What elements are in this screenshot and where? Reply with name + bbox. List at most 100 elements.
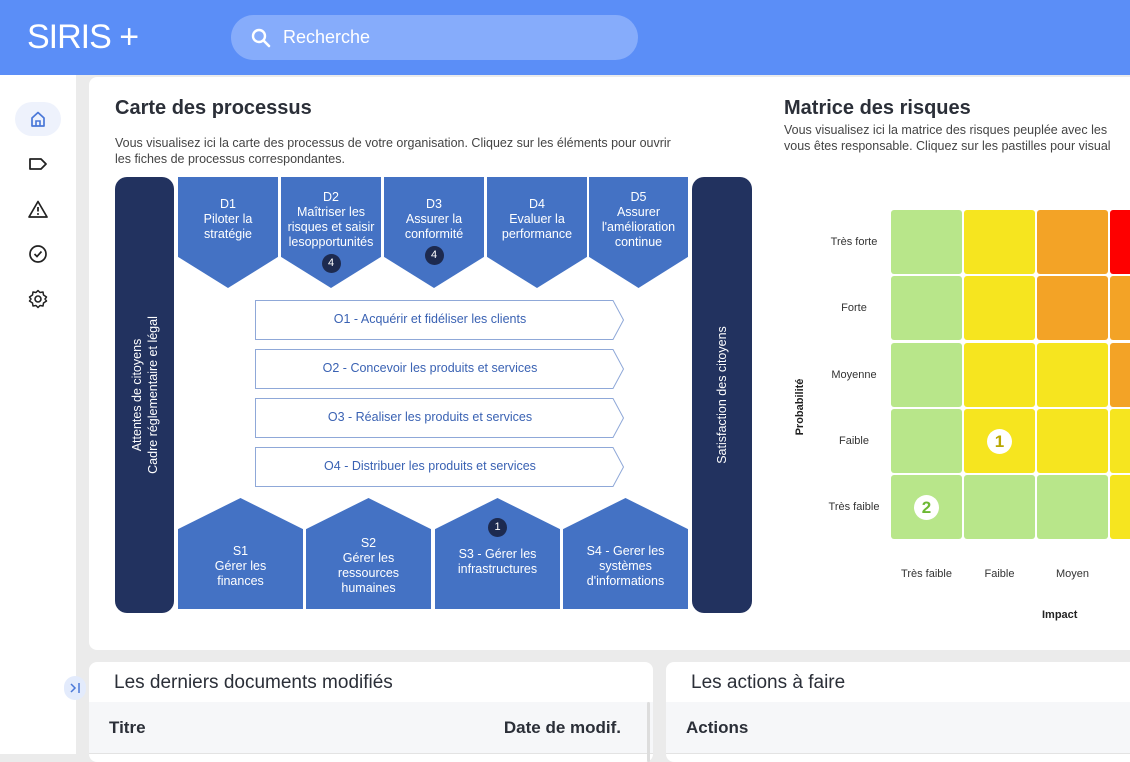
risk-cell[interactable]	[891, 276, 962, 340]
process-label-line: Gérer les	[342, 551, 395, 565]
search-input[interactable]: Recherche	[231, 15, 638, 60]
home-icon	[31, 111, 45, 127]
process-label-line: Piloter la	[203, 212, 253, 226]
process-label-line: D4	[529, 197, 545, 211]
expand-icon	[70, 683, 80, 693]
process-label-line: risques et saisir	[287, 220, 375, 234]
actions-table-header: Actions	[666, 702, 1130, 754]
operational-label: O3 - Réaliser les produits et services	[327, 410, 533, 424]
risk-count-pin[interactable]: 1	[987, 429, 1012, 454]
recent-documents-title: Les derniers documents modifiés	[114, 672, 393, 693]
count-badge[interactable]: 4	[321, 254, 341, 273]
process-label-line: D5	[630, 190, 647, 204]
column-title[interactable]: Titre	[109, 718, 146, 737]
sidebar-item-home[interactable]	[15, 102, 61, 136]
expand-sidebar-button[interactable]	[64, 676, 86, 700]
probability-label: Moyenne	[831, 369, 877, 381]
impact-label: Faible	[984, 568, 1015, 580]
process-label-line: S3 - Gérer les	[458, 547, 537, 561]
risk-cell[interactable]	[964, 276, 1035, 340]
bar-label: Satisfaction des citoyens	[715, 326, 729, 464]
column-actions[interactable]: Actions	[686, 718, 749, 737]
process-label-line: stratégie	[204, 227, 252, 241]
bar-line: Cadre réglementaire et légal	[145, 316, 160, 474]
arrow-shape	[255, 300, 625, 340]
operational-process-O3[interactable]: O3 - Réaliser les produits et services	[255, 398, 625, 438]
top-header: SIRIS + Recherche	[0, 0, 1130, 75]
process-label-line: S4 - Gerer les	[586, 544, 665, 558]
arrow-shape	[255, 447, 625, 487]
process-label-line: performance	[501, 227, 573, 241]
process-label-line: d'informations	[586, 574, 665, 588]
impact-label: Moyen	[1055, 568, 1090, 580]
process-label-line: S2	[360, 536, 377, 550]
process-map-title: Carte des processus	[115, 97, 312, 119]
risk-cell[interactable]	[891, 409, 962, 473]
customer-satisfaction-bar[interactable]: Satisfaction des citoyens	[692, 177, 752, 613]
risk-cell[interactable]	[964, 343, 1035, 407]
risk-cell[interactable]	[964, 210, 1035, 274]
column-date[interactable]: Date de modif.	[503, 718, 621, 737]
risk-cell[interactable]	[1110, 276, 1130, 340]
probability-label: Très faible	[828, 501, 880, 513]
risk-cell[interactable]	[1110, 409, 1130, 473]
operational-label: O2 - Concevoir les produits et services	[322, 361, 538, 375]
risk-cell[interactable]	[1037, 210, 1108, 274]
todo-actions-card: Les actions à faire Actions	[666, 662, 1130, 762]
arrow-shape	[255, 398, 625, 438]
sidebar-item-actions[interactable]	[15, 237, 61, 271]
risk-cell[interactable]	[891, 210, 962, 274]
process-label-line: lesopportunités	[288, 235, 374, 249]
risk-matrix-title: Matrice des risques	[784, 97, 971, 119]
risk-cell[interactable]	[1037, 276, 1108, 340]
description-line: vous êtes responsable. Cliquez sur les p…	[784, 139, 1111, 153]
probability-label: Forte	[841, 302, 867, 314]
sidebar-item-settings[interactable]	[15, 282, 61, 316]
description-line: Vous visualisez ici la carte des process…	[115, 136, 671, 150]
gear-icon	[28, 289, 48, 309]
risk-matrix-description: Vous visualisez ici la matrice des risqu…	[784, 122, 1111, 154]
scrollbar[interactable]	[647, 702, 650, 762]
process-label-line: infrastructures	[457, 562, 538, 576]
risk-cell[interactable]	[891, 343, 962, 407]
sidebar-item-tags[interactable]	[15, 147, 61, 181]
operational-process-O4[interactable]: O4 - Distribuer les produits et services	[255, 447, 625, 487]
todo-actions-title: Les actions à faire	[691, 672, 846, 693]
impact-label: Très faible	[901, 568, 952, 580]
probability-label: Faible	[839, 435, 869, 447]
risk-cell[interactable]	[1110, 475, 1130, 539]
risk-cell[interactable]	[1110, 343, 1130, 407]
process-label-line: l'amélioration	[601, 220, 676, 234]
process-label-line: Maîtriser les	[296, 205, 366, 219]
process-label-line: conformité	[404, 227, 464, 241]
process-label-line: Evaluer la	[509, 212, 565, 226]
risk-cell[interactable]	[1037, 409, 1108, 473]
risk-cell[interactable]	[1110, 210, 1130, 274]
sidebar-item-risks[interactable]	[15, 192, 61, 226]
sidebar	[0, 75, 86, 754]
risk-cell[interactable]	[1037, 343, 1108, 407]
operational-label: O1 - Acquérir et fidéliser les clients	[333, 312, 527, 326]
process-label-line: D1	[220, 197, 236, 211]
x-axis-label: Impact	[1042, 609, 1078, 621]
operational-process-O2[interactable]: O2 - Concevoir les produits et services	[255, 349, 625, 389]
description-line: les fiches de processus correspondantes.	[115, 152, 345, 166]
process-label-line: continue	[614, 235, 663, 249]
process-label-line: D2	[323, 190, 339, 204]
process-label-line: humaines	[341, 581, 396, 595]
count-badge[interactable]: 1	[488, 518, 507, 537]
process-label-line: Assurer	[616, 205, 661, 219]
operational-process-O1[interactable]: O1 - Acquérir et fidéliser les clients	[255, 300, 625, 340]
process-label-line: systèmes	[599, 559, 652, 573]
count-badge[interactable]: 4	[424, 246, 444, 265]
risk-cell[interactable]	[964, 475, 1035, 539]
risk-count-pin[interactable]: 2	[914, 495, 939, 520]
search-placeholder: Recherche	[283, 27, 371, 47]
risk-cell[interactable]	[1037, 475, 1108, 539]
bar-line: Attentes de citoyens	[129, 338, 144, 452]
app-logo[interactable]: SIRIS +	[27, 18, 139, 56]
description-line: Vous visualisez ici la matrice des risqu…	[784, 123, 1108, 137]
